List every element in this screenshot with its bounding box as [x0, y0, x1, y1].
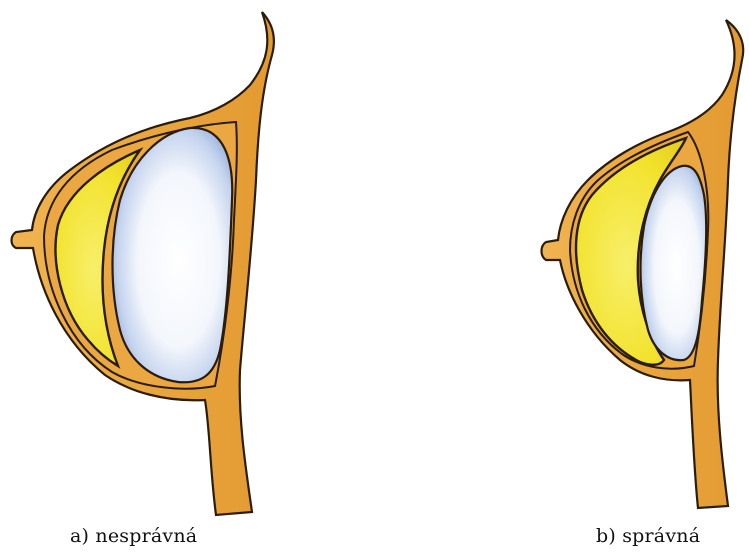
caption-left: a) nesprávná [70, 525, 197, 547]
panel-a [12, 12, 274, 515]
caption-right: b) správná [596, 525, 700, 547]
panel-b [542, 20, 744, 508]
